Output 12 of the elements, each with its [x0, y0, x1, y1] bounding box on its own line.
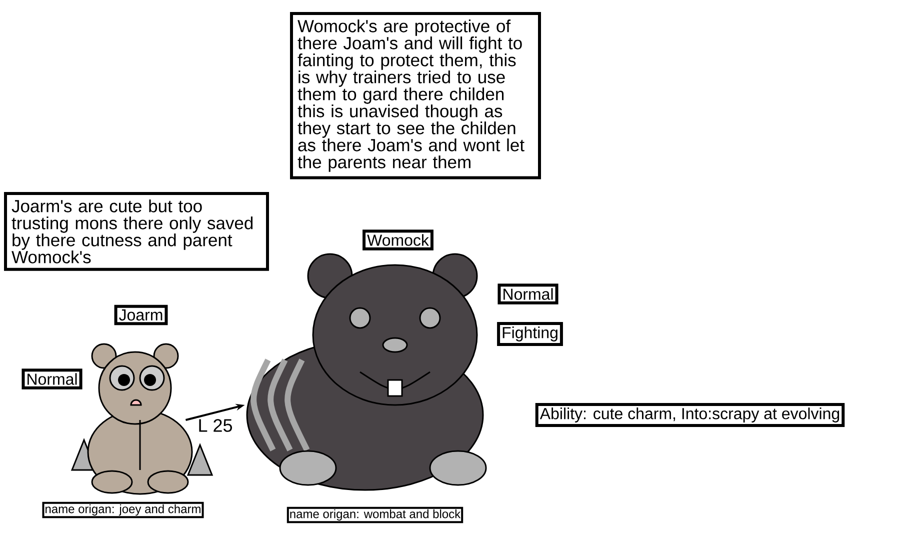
text-box: Joarm's are cute but too trusting mons there only saved by there cutness and parent Womock's [4, 192, 269, 271]
creature-drawing [246, 253, 487, 491]
text-box: Womock's are protective of there Joam's and will fight to fainting to protect them, this is why trainers tried to use them to gard there childen this is unavised though as they start to see the childen as there Joam's and wont let the parents near them [290, 12, 541, 180]
label-box: Joarm [114, 304, 168, 326]
label-box: Womock [362, 230, 434, 250]
label-box: Ability: cute charm, Into:scrapy at evolving [535, 403, 845, 427]
label-box: Normal [22, 368, 82, 390]
caption-box: name origan: joey and charm [42, 502, 204, 518]
edge-label: L 25 [196, 418, 234, 433]
caption-box: name origan: wombat and block [286, 506, 464, 524]
label-box: Fighting [497, 322, 563, 346]
label-box: Normal [498, 284, 558, 304]
